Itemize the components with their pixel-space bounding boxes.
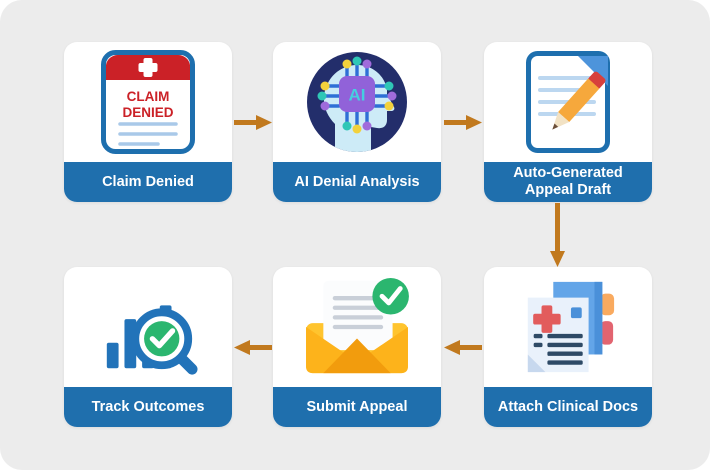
step-label-appeal-draft: Auto-Generated Appeal Draft: [484, 162, 652, 202]
step-card-attach-clinical-docs: Attach Clinical Docs: [484, 267, 652, 427]
step-label-ai-denial-analysis: AI Denial Analysis: [273, 162, 441, 202]
bar-chart-magnifier-icon: [106, 305, 198, 375]
arrow-left-icon: [234, 340, 272, 355]
document-pencil-icon: [526, 51, 610, 153]
track-outcomes-icon-area: [64, 267, 232, 387]
step-label-submit-appeal: Submit Appeal: [273, 387, 441, 427]
step-label-track-outcomes: Track Outcomes: [64, 387, 232, 427]
submit-appeal-icon-area: [273, 267, 441, 387]
arrow-down-icon: [550, 203, 565, 267]
arrow-right-icon: [444, 115, 482, 130]
step-card-appeal-draft: Auto-Generated Appeal Draft: [484, 42, 652, 202]
claim-text-line1: CLAIM: [127, 89, 170, 104]
arrow-left-icon: [444, 340, 482, 355]
step-label-attach-clinical-docs: Attach Clinical Docs: [484, 387, 652, 427]
step-card-submit-appeal: Submit Appeal: [273, 267, 441, 427]
ai-brain-chip-icon: AI: [307, 52, 407, 152]
clinical-docs-icon-area: [484, 267, 652, 387]
ai-analysis-icon-area: AI: [273, 42, 441, 162]
claim-text-line2: DENIED: [122, 105, 173, 120]
claim-denied-icon-area: CLAIM DENIED: [64, 42, 232, 162]
step-card-track-outcomes: Track Outcomes: [64, 267, 232, 427]
step-card-claim-denied: CLAIM DENIED Claim Denied: [64, 42, 232, 202]
ai-chip-label: AI: [349, 86, 366, 105]
arrow-right-icon: [234, 115, 272, 130]
step-label-claim-denied: Claim Denied: [64, 162, 232, 202]
claim-denied-clipboard-icon: CLAIM DENIED: [101, 50, 195, 154]
envelope-check-icon: [306, 277, 409, 374]
step-card-ai-denial-analysis: AI AI Denial Analysis: [273, 42, 441, 202]
appeal-draft-icon-area: [484, 42, 652, 162]
clinical-documents-icon: [527, 281, 615, 373]
